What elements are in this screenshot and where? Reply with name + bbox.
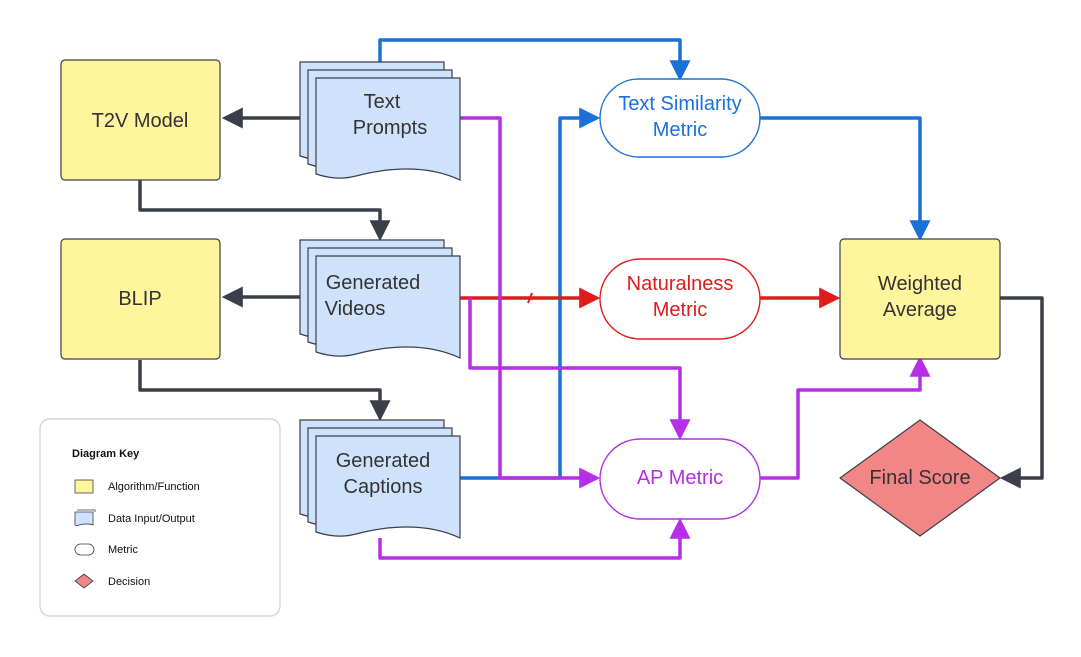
diagram-key-title: Diagram Key [72,448,140,460]
key-item-label: Decision [108,576,150,588]
generated-captions-label-line-2: Captions [344,476,423,498]
key-document-swatch [74,511,94,527]
edge-text-prompts-to-text-similarity [378,38,691,82]
node-generated-videos: Generated Videos [299,239,461,359]
blip-label: BLIP [118,288,161,310]
node-ap-metric: AP Metric [599,438,761,520]
generated-videos-label-line-2: Videos [325,298,386,320]
text-prompts-label-line-2: Prompts [353,117,427,139]
edge-generated-videos-to-ap-metric [468,298,691,441]
generated-videos-label-line-1: Generated [326,272,421,294]
node-t2v-model: T2V Model [60,59,221,181]
edge-weighted-average-to-final-score [999,296,1044,489]
node-final-score: Final Score [839,419,1001,537]
key-item-metric: Metric [74,543,138,556]
edge-generated-captions-to-ap-metric [378,517,691,560]
key-rectangle-swatch [74,479,94,494]
weighted-average-label-line-2: Average [883,299,957,321]
edge-blip-to-generated-captions [138,360,391,422]
node-generated-captions: Generated Captions [299,419,461,539]
text-similarity-label-line-2: Metric [653,119,707,141]
key-rounded-swatch [74,543,95,556]
t2v-model-label: T2V Model [92,110,189,132]
node-weighted-average: Weighted Average [839,238,1001,360]
key-item-data: Data Input/Output [74,509,195,527]
node-text-similarity-metric: Text Similarity Metric [599,78,761,158]
naturalness-label-line-1: Naturalness [627,273,734,295]
node-naturalness-metric: Naturalness Metric [599,258,761,340]
ap-metric-label: AP Metric [637,467,723,489]
weighted-average-label-line-1: Weighted [878,273,962,295]
edge-ap-metric-to-weighted-average [760,355,931,480]
edge-t2v-to-generated-videos [138,180,391,242]
edge-crossing-mark [527,292,533,304]
key-diamond-swatch [74,573,94,589]
edges [138,38,1044,560]
text-prompts-label-line-1: Text [364,91,401,113]
key-item-decision: Decision [74,573,150,589]
node-blip: BLIP [60,238,221,360]
diagram-key: Diagram Key Algorithm/Function Data Inpu… [39,418,281,617]
text-similarity-label-line-1: Text Similarity [618,93,741,115]
key-item-algorithm: Algorithm/Function [74,479,200,494]
edge-text-similarity-to-weighted-average [760,116,931,242]
key-item-label: Algorithm/Function [108,481,200,493]
naturalness-label-line-2: Metric [653,299,707,321]
final-score-label: Final Score [869,467,970,489]
generated-captions-label-line-1: Generated [336,450,431,472]
node-text-prompts: Text Prompts [299,61,461,181]
edge-text-prompts-to-ap-metric [460,116,601,489]
key-item-label: Data Input/Output [108,513,195,525]
key-item-label: Metric [108,544,138,556]
